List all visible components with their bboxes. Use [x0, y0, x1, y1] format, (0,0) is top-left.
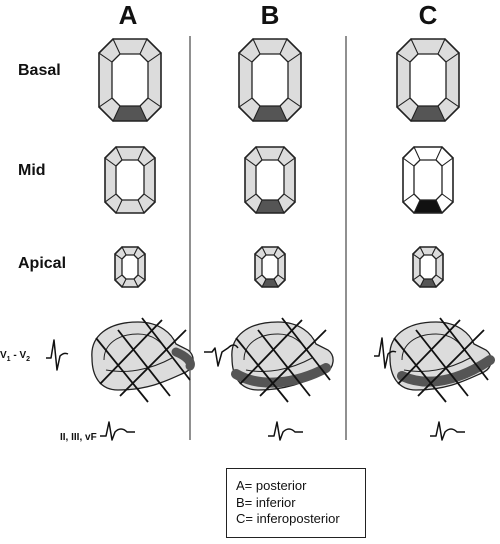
- legend-item-b: B= inferior: [236, 494, 296, 510]
- col-c-apical-ring-cavity: [419, 254, 437, 280]
- ecg-c-inferior-trace: [430, 421, 465, 441]
- col-a-section-line-2: [117, 329, 171, 397]
- col-a-long-axis-infarct: [171, 347, 195, 371]
- col-b-section-line-5: [259, 329, 327, 397]
- col-b-long-axis-view: [231, 317, 334, 403]
- col-c-section-line-2: [415, 329, 469, 397]
- col-b-section-line-2: [257, 329, 311, 397]
- col-a-apical-ring-cavity: [121, 254, 139, 280]
- col-c-mid-ring-cavity: [413, 159, 443, 201]
- col-b-mid-ring-cavity: [255, 159, 285, 201]
- col-a-mid-ring-outline: [104, 146, 156, 214]
- row-label-mid: Mid: [18, 162, 46, 179]
- col-c-long-axis-infarct: [397, 355, 495, 387]
- col-b-mid-ring-outline: [244, 146, 296, 214]
- legend-box: A= posterior B= inferior C= inferoposter…: [226, 468, 366, 538]
- ecg-b-v1v2-trace: [204, 344, 239, 367]
- ecg-a-inferior-trace: [100, 421, 135, 441]
- legend-item-a: A= posterior: [236, 478, 307, 493]
- legend-item-c: C= inferoposterior: [236, 511, 340, 526]
- ecg-c-v1v2-trace: [374, 337, 397, 369]
- col-b-apical-ring-outline: [254, 246, 286, 288]
- lead-label-inferior: II, III, vF: [60, 432, 97, 443]
- col-a-section-line-4: [99, 319, 163, 385]
- row-label-apical: Apical: [18, 255, 67, 272]
- lead-label-v1-v2: V1 - V2: [0, 350, 31, 363]
- col-c-apical-ring-outline: [412, 246, 444, 288]
- col-c-basal-ring-outline: [396, 38, 460, 122]
- col-a-basal-ring-cavity: [111, 53, 149, 107]
- col-b-section-line-4: [239, 319, 303, 385]
- col-c-mid-ring-outline: [402, 146, 454, 214]
- col-b-long-axis-infarct: [231, 363, 331, 388]
- col-b-apical-ring-cavity: [261, 254, 279, 280]
- col-b-basal-ring-cavity: [251, 53, 289, 107]
- column-header-b: B: [260, 0, 280, 30]
- col-a-section-line-1: [95, 337, 149, 403]
- col-a-long-axis-view: [91, 317, 195, 403]
- col-c-section-line-4: [397, 319, 461, 385]
- ecg-b-inferior-trace: [268, 421, 303, 441]
- row-label-basal: Basal: [18, 62, 61, 79]
- ecg-a-v1v2-trace: [46, 339, 69, 371]
- column-header-c: C: [418, 0, 438, 30]
- col-c-section-line-5: [417, 329, 485, 397]
- col-b-section-line-1: [235, 337, 289, 403]
- col-c-section-line-1: [393, 337, 447, 403]
- col-a-mid-ring-cavity: [115, 159, 145, 201]
- column-header-a: A: [118, 0, 138, 30]
- col-c-long-axis-view: [389, 317, 495, 403]
- col-a-basal-ring-outline: [98, 38, 162, 122]
- col-b-basal-ring-outline: [238, 38, 302, 122]
- col-c-basal-ring-cavity: [409, 53, 447, 107]
- col-a-section-line-5: [119, 329, 187, 397]
- col-a-apical-ring-outline: [114, 246, 146, 288]
